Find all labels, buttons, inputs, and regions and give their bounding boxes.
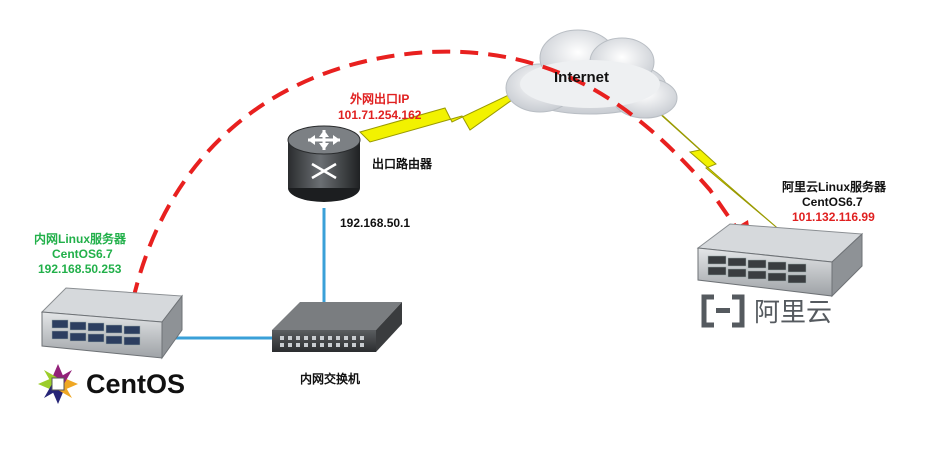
egress-ip-value: 101.71.254.162 [338, 108, 422, 122]
aliyun-logo-text: 阿里云 [754, 297, 833, 327]
switch-name: 内网交换机 [300, 372, 361, 386]
local-server-device [40, 287, 183, 360]
aliyun-server-title: 阿里云Linux服务器 [782, 180, 886, 194]
aliyun-server-device [696, 223, 864, 298]
centos-logo-mark [38, 364, 78, 404]
tunnel-arc [131, 49, 744, 301]
centos-logo-text: CentOS [86, 369, 186, 399]
router-lan-ip: 192.168.50.1 [340, 216, 411, 230]
router-name: 出口路由器 [372, 157, 433, 171]
internet-label: Internet [554, 69, 610, 86]
local-server-ip: 192.168.50.253 [38, 262, 122, 276]
egress-ip-title: 外网出口IP [350, 92, 410, 106]
local-server-title: 内网Linux服务器 [34, 232, 126, 246]
aliyun-server-os: CentOS6.7 [802, 195, 863, 209]
local-server-os: CentOS6.7 [52, 247, 113, 261]
router-internet-bolt [359, 79, 541, 143]
internet-aliyun-bolt [639, 95, 783, 233]
aliyun-server-ip: 101.132.116.99 [792, 210, 875, 224]
aliyun-logo-mark [701, 294, 745, 328]
switch-device [272, 302, 402, 352]
router-device [287, 125, 361, 202]
lan-links [170, 208, 326, 340]
